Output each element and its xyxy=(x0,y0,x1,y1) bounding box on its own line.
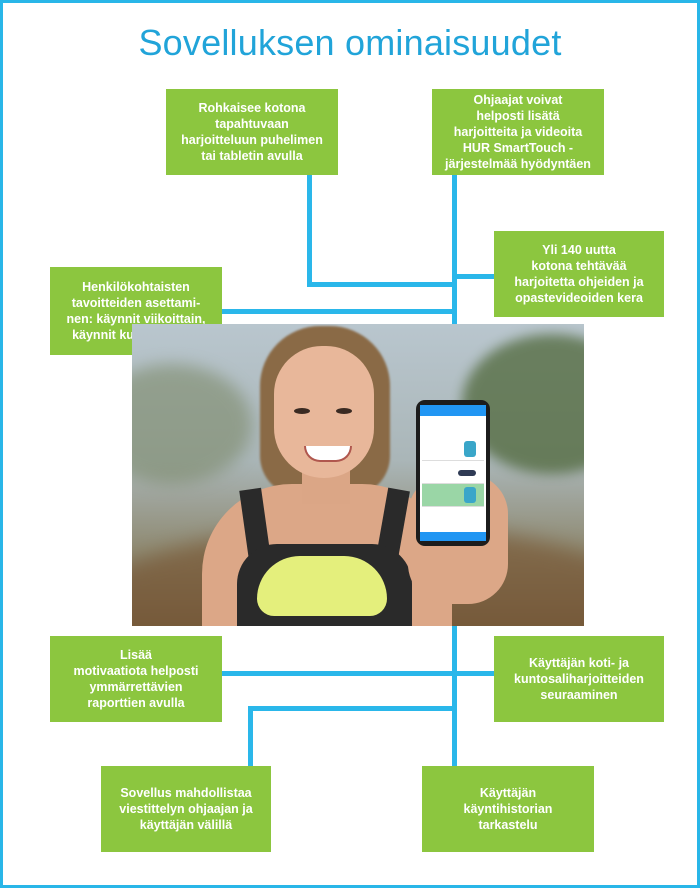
connector-low-right xyxy=(452,671,494,676)
smartphone xyxy=(416,400,490,546)
exercise-figure-icon xyxy=(458,470,476,476)
connector-mid-left xyxy=(222,309,457,314)
woman-holding-phone-photo xyxy=(132,324,584,626)
connector-bottom-right-down xyxy=(452,706,457,768)
face xyxy=(274,346,374,478)
connector-low-left xyxy=(222,671,457,676)
feature-box-low-right: Käyttäjän koti- ja kuntosaliharjoitteide… xyxy=(494,636,664,722)
feature-box-low-left: Lisää motivaatiota helposti ymmärrettävi… xyxy=(50,636,222,722)
feature-box-mid-right: Yli 140 uutta kotona tehtävää harjoitett… xyxy=(494,231,664,317)
connector-top-left-down xyxy=(307,175,312,287)
feature-box-bottom-right: Käyttäjän käyntihistorian tarkastelu xyxy=(422,766,594,852)
exercise-figure-icon xyxy=(464,487,476,503)
connector-top-left-across xyxy=(307,282,457,287)
feature-box-top-left: Rohkaisee kotona tapahtuvaan harjoittelu… xyxy=(166,89,338,175)
feature-box-top-right: Ohjaajat voivat helposti lisätä harjoitt… xyxy=(432,89,604,175)
feature-box-bottom-left: Sovellus mahdollistaa viestittelyn ohjaa… xyxy=(101,766,271,852)
connector-mid-right xyxy=(452,274,494,279)
exercise-figure-icon xyxy=(464,441,476,457)
poster-title: Sovelluksen ominaisuudet xyxy=(138,22,562,63)
connector-bottom-across xyxy=(248,706,457,711)
app-screen xyxy=(420,405,486,541)
connector-bottom-left-down xyxy=(248,706,253,768)
